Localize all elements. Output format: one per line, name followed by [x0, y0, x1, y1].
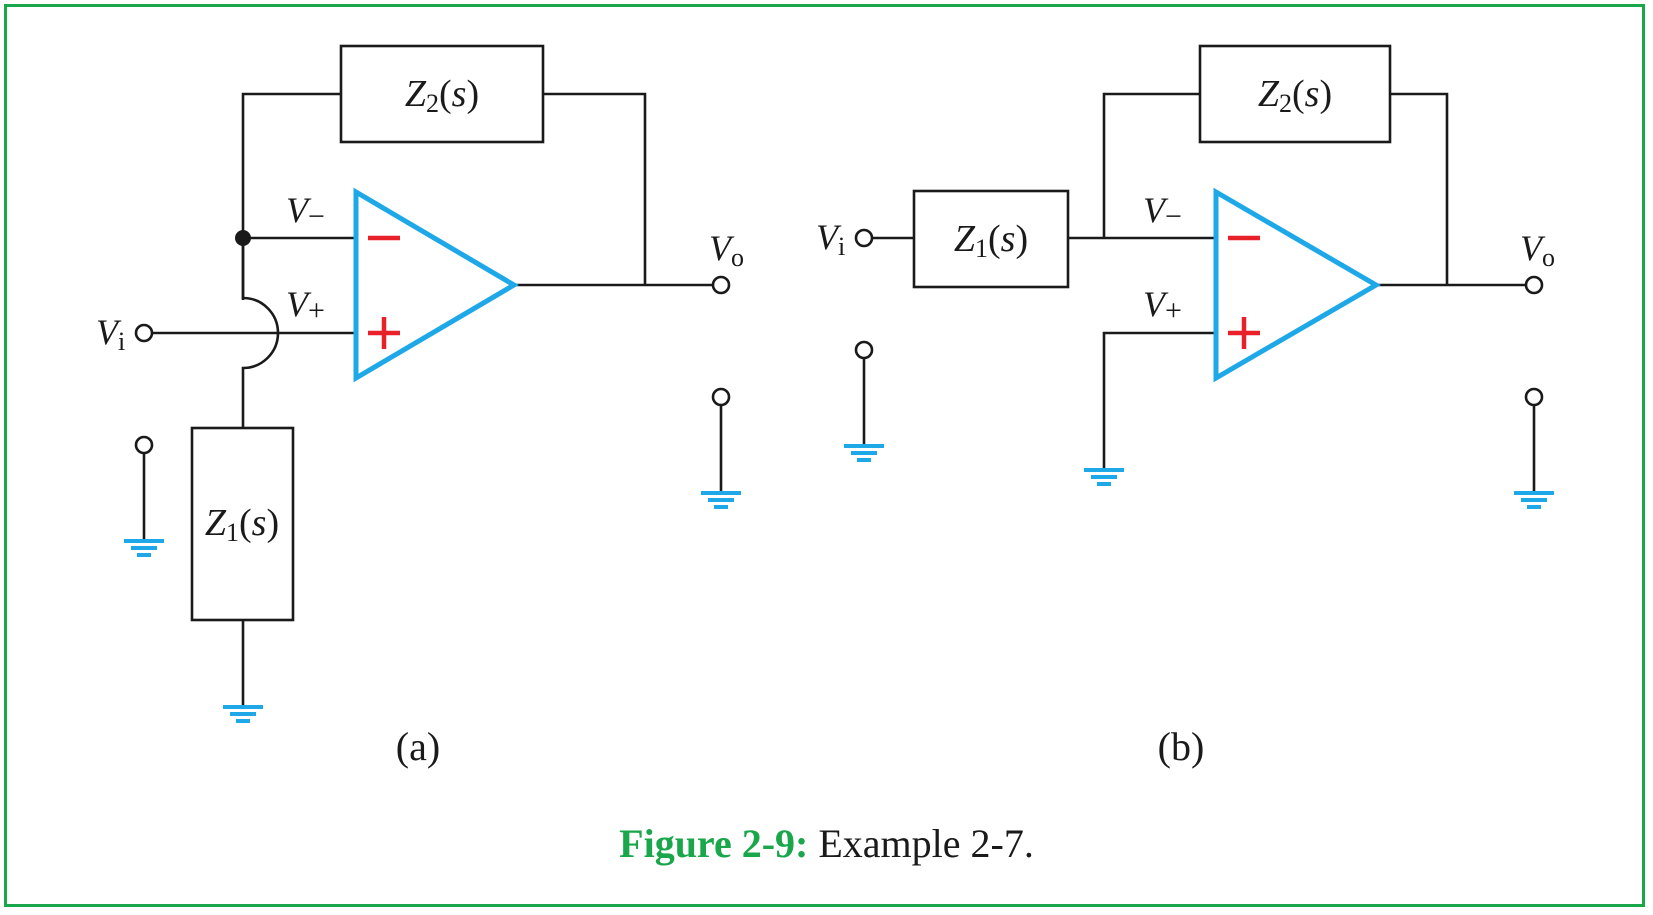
z1-box-b — [912, 189, 1070, 289]
figure-caption: Figure 2-9: Example 2-7. — [0, 820, 1653, 867]
z1-box-a — [190, 426, 295, 622]
z2-box-b — [1198, 44, 1392, 144]
ground-icon — [701, 491, 741, 509]
feedback-wire-b — [1102, 92, 1449, 285]
vin-terminal-b — [854, 228, 874, 248]
vout-ref-terminal-a — [711, 387, 731, 407]
vin-terminal-a — [134, 323, 154, 343]
ground-icon — [844, 444, 884, 462]
vout-label-a: Vo — [709, 228, 744, 272]
circuit-b: Z2(s) Z1(s) V− V+ Vi — [816, 44, 1555, 769]
vout-terminal-a — [711, 275, 731, 295]
vin-ref-terminal-a — [134, 435, 154, 455]
ground-icon — [223, 705, 263, 723]
ground-icon — [1514, 491, 1554, 509]
z1-label-b: Z1(s) — [954, 218, 1028, 263]
panel-label-b: (b) — [1158, 724, 1205, 769]
vin-label-b: Vi — [816, 217, 845, 261]
z1-label-a: Z1(s) — [205, 502, 279, 547]
panel-label-a: (a) — [396, 724, 440, 769]
ground-icon — [124, 539, 164, 557]
vout-ref-terminal-b — [1524, 387, 1544, 407]
vout-terminal-b — [1524, 275, 1544, 295]
z2-box-a — [339, 44, 545, 144]
z2-label-a: Z2(s) — [405, 73, 479, 118]
vin-label-a: Vi — [96, 312, 125, 356]
opamp-a — [353, 187, 519, 383]
vminus-label-b: V− — [1143, 190, 1182, 233]
vout-label-b: Vo — [1520, 228, 1555, 272]
figure-number: Figure 2-9: — [619, 821, 809, 866]
z2-label-b: Z2(s) — [1258, 73, 1332, 118]
vminus-label-a: V− — [286, 190, 325, 233]
vplus-label-a: V+ — [286, 284, 325, 327]
ground-icon — [1084, 468, 1124, 486]
opamp-b — [1213, 187, 1381, 383]
vin-ref-terminal-b — [854, 340, 874, 360]
junction-dot-a — [235, 230, 251, 246]
vplus-label-b: V+ — [1143, 284, 1182, 327]
figure-caption-text: Example 2-7. — [808, 821, 1034, 866]
noninv-wire-b — [1102, 331, 1216, 468]
circuit-a: Z2(s) Z1(s) V− V+ Vi — [96, 44, 744, 769]
